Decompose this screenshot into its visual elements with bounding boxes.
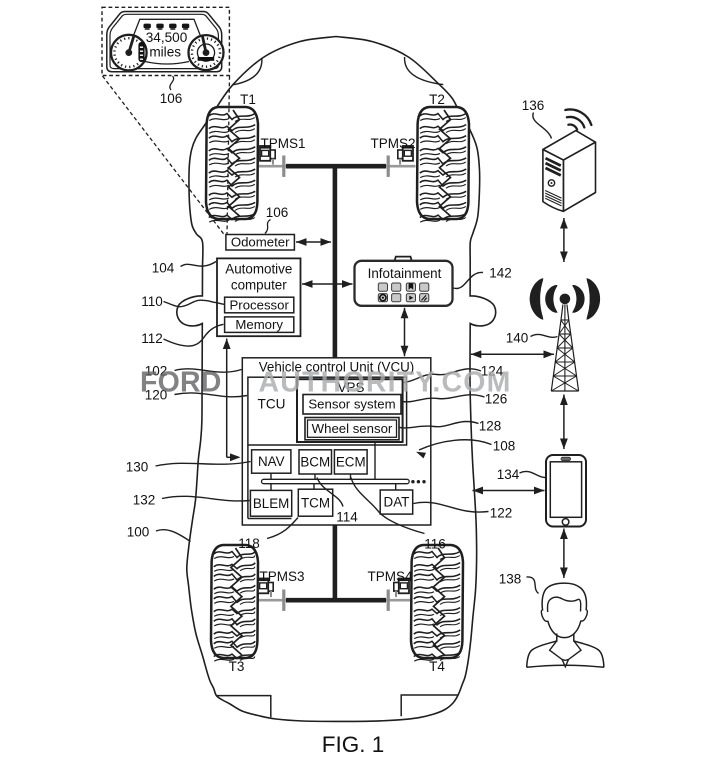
svg-text:AUTHORITY.COM: AUTHORITY.COM [259,367,512,399]
svg-text:Sensor system: Sensor system [308,397,395,412]
svg-text:TCM: TCM [301,495,330,510]
svg-text:Odometer: Odometer [231,235,290,250]
svg-text:130: 130 [126,460,149,475]
svg-text:108: 108 [493,439,516,454]
svg-text:110: 110 [141,294,163,309]
svg-text:VPS: VPS [338,380,365,395]
svg-text:106: 106 [266,205,289,220]
svg-text:134: 134 [497,467,520,482]
svg-text:NAV: NAV [258,454,285,469]
svg-text:106: 106 [160,91,183,106]
svg-text:TPMS2: TPMS2 [370,136,415,151]
svg-text:140: 140 [506,331,529,346]
svg-text:138: 138 [499,572,522,587]
svg-text:34,500: 34,500 [146,30,188,45]
svg-text:FIG. 1: FIG. 1 [322,732,385,757]
svg-text:TCU: TCU [258,397,286,412]
svg-text:FORD: FORD [140,367,222,399]
svg-text:Processor: Processor [230,297,290,312]
svg-text:ECM: ECM [336,454,366,469]
svg-text:Automotive: Automotive [225,261,292,276]
svg-text:102: 102 [145,364,168,379]
svg-text:124: 124 [481,364,504,379]
svg-text:118: 118 [238,536,260,551]
svg-text:126: 126 [485,392,508,407]
svg-text:128: 128 [479,419,502,434]
svg-text:TPMS1: TPMS1 [260,136,305,151]
svg-text:132: 132 [133,493,156,508]
svg-text:Memory: Memory [235,317,283,332]
svg-text:BCM: BCM [300,454,330,469]
svg-text:120: 120 [145,388,168,403]
svg-text:BLEM: BLEM [253,496,289,511]
svg-text:114: 114 [336,510,358,525]
svg-text:DAT: DAT [384,495,410,510]
svg-text:104: 104 [152,261,175,276]
svg-text:miles: miles [149,45,181,60]
svg-text:T3: T3 [229,659,245,674]
svg-text:122: 122 [490,506,513,521]
svg-text:100: 100 [127,525,150,540]
svg-text:T2: T2 [429,92,445,107]
svg-text:computer: computer [231,277,287,292]
svg-text:136: 136 [522,98,545,113]
svg-text:142: 142 [489,266,512,281]
svg-text:116: 116 [424,537,446,552]
svg-text:TPMS4: TPMS4 [367,569,413,584]
svg-text:Wheel sensor: Wheel sensor [312,421,393,436]
svg-text:T4: T4 [429,659,445,674]
svg-text:T1: T1 [240,92,256,107]
svg-text:Vehicle control Unit (VCU): Vehicle control Unit (VCU) [259,360,415,375]
svg-text:Infotainment: Infotainment [368,266,442,281]
svg-text:TPMS3: TPMS3 [259,569,304,584]
svg-text:112: 112 [141,331,163,346]
